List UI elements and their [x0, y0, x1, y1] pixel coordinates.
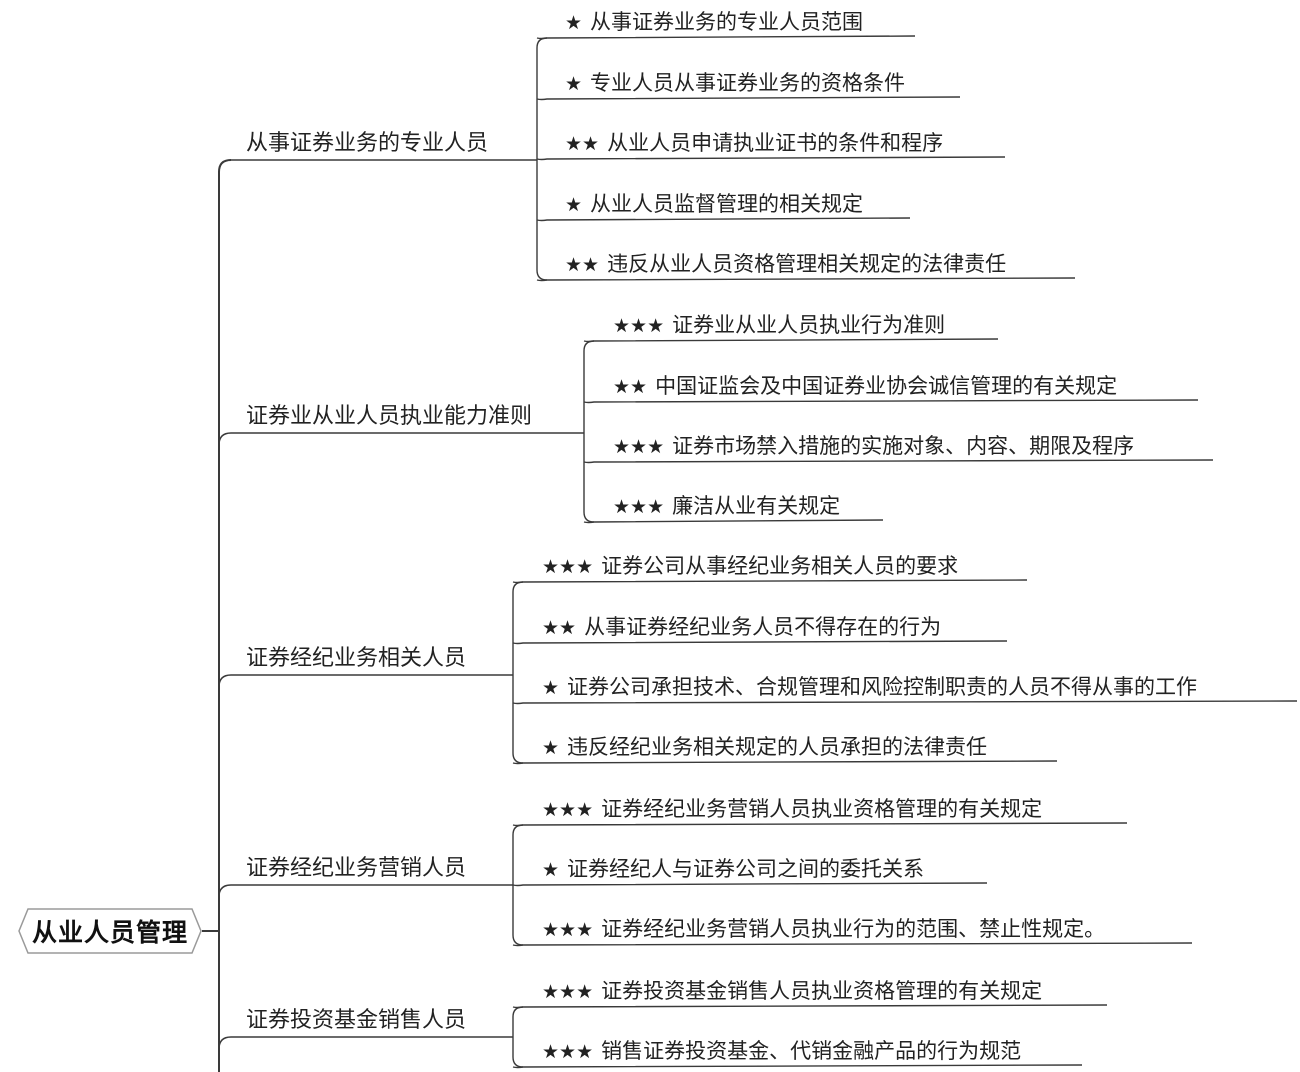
- leaf-underline: [536, 35, 916, 40]
- branch-node[interactable]: 证券经纪业务营销人员: [246, 856, 467, 881]
- branch-node[interactable]: 证券业从业人员执业能力准则: [246, 404, 533, 429]
- leaf-label: 中国证监会及中国证券业协会诚信管理的有关规定: [655, 374, 1118, 398]
- leaf-underline: [583, 399, 1199, 404]
- leaf-node[interactable]: ★ 从业人员监督管理的相关规定: [565, 194, 863, 215]
- star-rating: ★: [565, 194, 583, 216]
- leaf-bracket: [583, 340, 595, 433]
- root-node[interactable]: 从业人员管理: [18, 908, 202, 954]
- star-rating: ★★★: [613, 436, 665, 458]
- star-rating: ★★: [542, 617, 577, 639]
- leaf-label: 违反经纪业务相关规定的人员承担的法律责任: [567, 735, 988, 759]
- leaf-underline: [536, 277, 1076, 282]
- leaf-bracket: [512, 581, 524, 675]
- leaf-underline: [512, 1004, 1108, 1009]
- leaf-label: 从业人员申请执业证书的条件和程序: [607, 131, 944, 155]
- leaf-node[interactable]: ★★★ 证券经纪业务营销人员执业行为的范围、禁止性规定。: [542, 919, 1105, 940]
- trunk-line: [218, 159, 232, 1072]
- leaf-underline: [512, 882, 988, 887]
- leaf-label: 证券投资基金销售人员执业资格管理的有关规定: [601, 979, 1043, 1003]
- star-rating: ★★★: [542, 799, 594, 821]
- leaf-node[interactable]: ★ 违反经纪业务相关规定的人员承担的法律责任: [542, 737, 987, 758]
- star-rating: ★: [542, 677, 560, 699]
- star-rating: ★★: [565, 133, 600, 155]
- branch-underline: [218, 884, 513, 898]
- star-rating: ★★: [565, 254, 600, 276]
- star-rating: ★★★: [542, 919, 594, 941]
- leaf-underline: [536, 156, 1006, 161]
- leaf-node[interactable]: ★★ 从业人员申请执业证书的条件和程序: [565, 133, 943, 154]
- star-rating: ★: [565, 12, 583, 34]
- leaf-label: 销售证券投资基金、代销金融产品的行为规范: [601, 1039, 1022, 1063]
- leaf-bracket: [512, 1006, 524, 1037]
- leaf-label: 从事证券经纪业务人员不得存在的行为: [584, 615, 942, 639]
- star-rating: ★: [542, 737, 560, 759]
- leaf-underline: [583, 338, 999, 343]
- leaf-label: 证券经纪业务营销人员执业行为的范围、禁止性规定。: [601, 917, 1106, 941]
- leaf-label: 证券经纪人与证券公司之间的委托关系: [567, 857, 925, 881]
- leaf-node[interactable]: ★ 证券经纪人与证券公司之间的委托关系: [542, 859, 924, 880]
- leaf-label: 证券市场禁入措施的实施对象、内容、期限及程序: [672, 434, 1135, 458]
- leaf-bracket: [512, 885, 524, 946]
- leaf-underline: [512, 822, 1128, 827]
- star-rating: ★★★: [542, 981, 594, 1003]
- branch-node[interactable]: 证券投资基金销售人员: [246, 1008, 467, 1033]
- leaf-node[interactable]: ★★ 中国证监会及中国证券业协会诚信管理的有关规定: [613, 376, 1117, 397]
- leaf-underline: [512, 942, 1193, 947]
- leaf-node[interactable]: ★★★ 证券市场禁入措施的实施对象、内容、期限及程序: [613, 436, 1134, 457]
- leaf-node[interactable]: ★★★ 证券经纪业务营销人员执业资格管理的有关规定: [542, 799, 1042, 820]
- leaf-underline: [536, 217, 911, 222]
- star-rating: ★: [565, 73, 583, 95]
- leaf-bracket: [512, 1037, 524, 1068]
- branch-underline: [218, 1036, 513, 1050]
- leaf-node[interactable]: ★★★ 证券投资基金销售人员执业资格管理的有关规定: [542, 981, 1042, 1002]
- leaf-label: 证券业从业人员执业行为准则: [672, 313, 946, 337]
- leaf-node[interactable]: ★ 专业人员从事证券业务的资格条件: [565, 73, 905, 94]
- leaf-node[interactable]: ★ 证券公司承担技术、合规管理和风险控制职责的人员不得从事的工作: [542, 677, 1197, 698]
- branch-node[interactable]: 从事证券业务的专业人员: [246, 131, 489, 156]
- root-node-label: 从业人员管理: [31, 918, 188, 947]
- star-rating: ★★★: [542, 556, 594, 578]
- branch-underline: [218, 432, 584, 446]
- leaf-bracket: [583, 433, 595, 523]
- leaf-label: 廉洁从业有关规定: [672, 494, 841, 518]
- branch-underline: [218, 674, 513, 688]
- leaf-underline: [512, 760, 1058, 765]
- leaf-label: 从事证券业务的专业人员范围: [590, 10, 864, 34]
- leaf-underline: [512, 579, 1028, 584]
- leaf-bracket: [512, 675, 524, 764]
- leaf-underline: [512, 1064, 1083, 1069]
- leaf-node[interactable]: ★★ 从事证券经纪业务人员不得存在的行为: [542, 617, 941, 638]
- leaf-label: 证券经纪业务营销人员执业资格管理的有关规定: [601, 797, 1043, 821]
- star-rating: ★★★: [542, 1041, 594, 1063]
- leaf-label: 证券公司承担技术、合规管理和风险控制职责的人员不得从事的工作: [567, 675, 1198, 699]
- star-rating: ★: [542, 859, 560, 881]
- star-rating: ★★★: [613, 496, 665, 518]
- leaf-label: 证券公司从事经纪业务相关人员的要求: [601, 554, 959, 578]
- leaf-node[interactable]: ★★ 违反从业人员资格管理相关规定的法律责任: [565, 254, 1006, 275]
- leaf-node[interactable]: ★★★ 廉洁从业有关规定: [613, 496, 840, 517]
- leaf-underline: [583, 519, 884, 524]
- leaf-bracket: [512, 824, 524, 885]
- leaf-node[interactable]: ★★★ 销售证券投资基金、代销金融产品的行为规范: [542, 1041, 1021, 1062]
- leaf-label: 从业人员监督管理的相关规定: [590, 192, 864, 216]
- branch-node[interactable]: 证券经纪业务相关人员: [246, 646, 467, 671]
- branch-underline: [218, 159, 537, 173]
- leaf-underline: [512, 640, 1008, 645]
- leaf-underline: [536, 96, 961, 101]
- leaf-label: 专业人员从事证券业务的资格条件: [590, 71, 906, 95]
- leaf-underline: [512, 700, 1298, 705]
- root-node-shape: [18, 908, 202, 954]
- leaf-label: 违反从业人员资格管理相关规定的法律责任: [607, 252, 1007, 276]
- star-rating: ★★: [613, 376, 648, 398]
- leaf-node[interactable]: ★★★ 证券业从业人员执业行为准则: [613, 315, 945, 336]
- star-rating: ★★★: [613, 315, 665, 337]
- leaf-node[interactable]: ★ 从事证券业务的专业人员范围: [565, 12, 863, 33]
- leaf-node[interactable]: ★★★ 证券公司从事经纪业务相关人员的要求: [542, 556, 958, 577]
- leaf-underline: [583, 459, 1214, 464]
